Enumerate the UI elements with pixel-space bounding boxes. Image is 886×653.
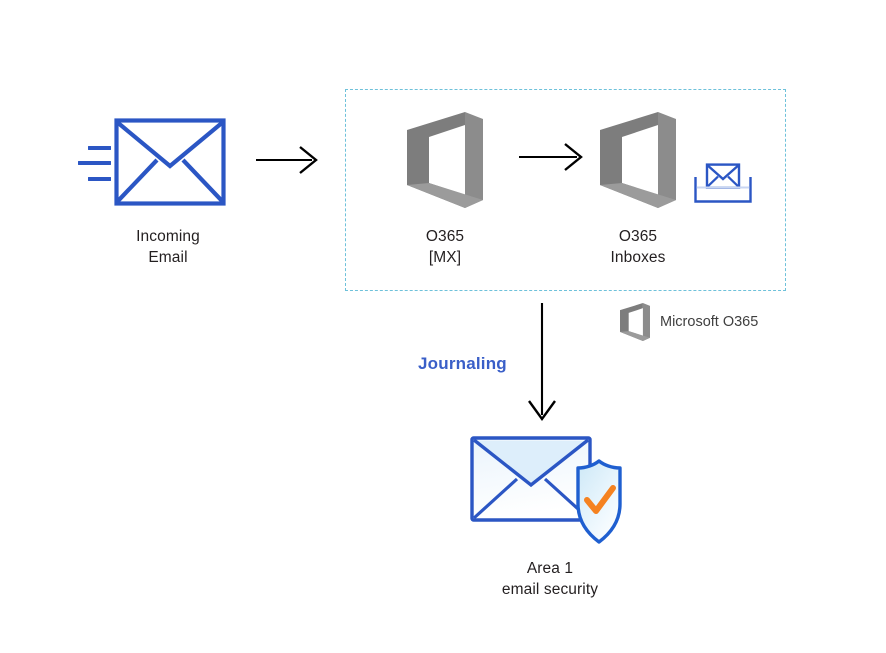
o365-inboxes-node[interactable] (600, 112, 676, 208)
office365-logo-icon (600, 112, 676, 208)
o365-mx-label-line2: [MX] (428, 249, 462, 266)
o365-mx-node[interactable] (407, 112, 483, 208)
email-motion-lines-icon (78, 146, 118, 184)
area1-label-line2: email security (501, 581, 599, 598)
o365-boundary-zone (345, 89, 786, 291)
arrow-inboxes-to-area1 (524, 303, 560, 423)
office365-logo-icon (620, 303, 650, 341)
area1-label: Area 1 email security (455, 558, 645, 600)
o365-inboxes-label-line2: Inboxes (610, 249, 666, 266)
area1-label-line1: Area 1 (526, 560, 574, 577)
o365-mx-label: O365 [MX] (377, 226, 513, 268)
incoming-email-label-line1: Incoming (136, 228, 200, 245)
legend: Microsoft O365 (620, 303, 758, 341)
legend-label: Microsoft O365 (660, 314, 759, 330)
envelope-icon (114, 118, 226, 206)
o365-mx-label-line1: O365 (425, 228, 465, 245)
arrow-incoming-to-mx (256, 145, 320, 175)
o365-inboxes-label-line1: O365 (618, 228, 658, 245)
inbox-tray-envelope-icon (694, 163, 752, 203)
incoming-email-node[interactable] (114, 118, 226, 206)
incoming-email-label-line2: Email (148, 249, 188, 266)
journaling-edge-label: Journaling (418, 354, 507, 373)
arrow-mx-to-inboxes (519, 142, 585, 172)
office365-logo-icon (407, 112, 483, 208)
envelope-shield-check-icon (470, 436, 622, 544)
area1-node[interactable] (470, 432, 630, 550)
inbox-badge[interactable] (694, 163, 752, 203)
